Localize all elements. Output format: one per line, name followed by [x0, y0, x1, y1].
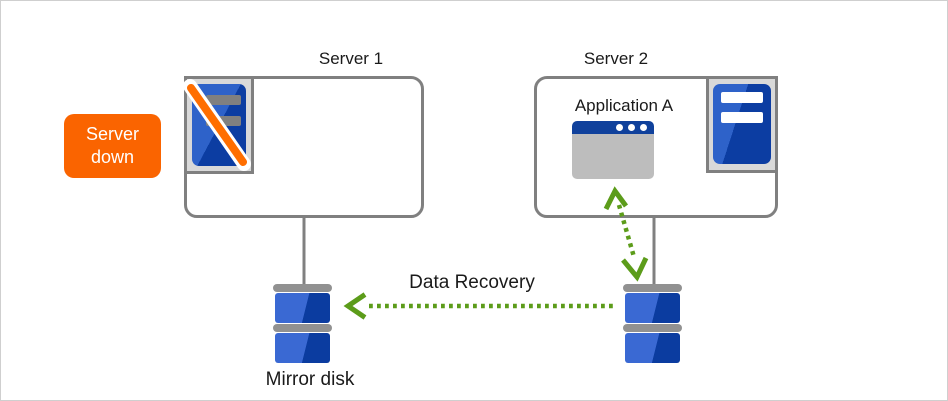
disk-cap	[623, 324, 682, 332]
data-recovery-label: Data Recovery	[409, 272, 535, 293]
tower-slot-bar	[721, 112, 763, 123]
window-dot-icon	[640, 124, 647, 131]
server1-down-tower-icon	[184, 76, 254, 174]
server2-tower-icon	[706, 76, 778, 173]
window-title-bar	[572, 121, 654, 134]
disk-platter	[625, 333, 680, 363]
app-window-icon	[572, 121, 654, 179]
app-disk-sync-arrowhead-down-icon	[621, 256, 649, 282]
tower-slot-bar	[206, 95, 241, 105]
disk-cap	[623, 284, 682, 292]
window-dot-icon	[628, 124, 635, 131]
data-recovery-arrowhead-icon	[343, 292, 367, 320]
mirror-disk-label: Mirror disk	[265, 369, 355, 390]
disk-platter	[275, 293, 330, 323]
badge-line: down	[90, 147, 135, 167]
badge-line: Server	[85, 124, 139, 144]
server-down-badge: Server down	[64, 114, 161, 178]
tower-slot-bar	[721, 92, 763, 103]
server-tower-icon	[192, 84, 246, 166]
window-buttons-icon	[616, 124, 647, 131]
mirror-disk-right-icon	[623, 284, 682, 363]
disk-cap	[273, 284, 332, 292]
disk-cap	[273, 324, 332, 332]
window-body	[572, 134, 654, 179]
tower-slot-bar	[206, 116, 241, 126]
server-tower-icon	[713, 84, 771, 164]
window-dot-icon	[616, 124, 623, 131]
server2-label: Server 2	[583, 49, 649, 68]
application-label: Application A	[574, 96, 674, 115]
server1-label: Server 1	[318, 49, 384, 68]
mirror-disk-left-icon	[273, 284, 332, 363]
disk-platter	[275, 333, 330, 363]
disk-platter	[625, 293, 680, 323]
